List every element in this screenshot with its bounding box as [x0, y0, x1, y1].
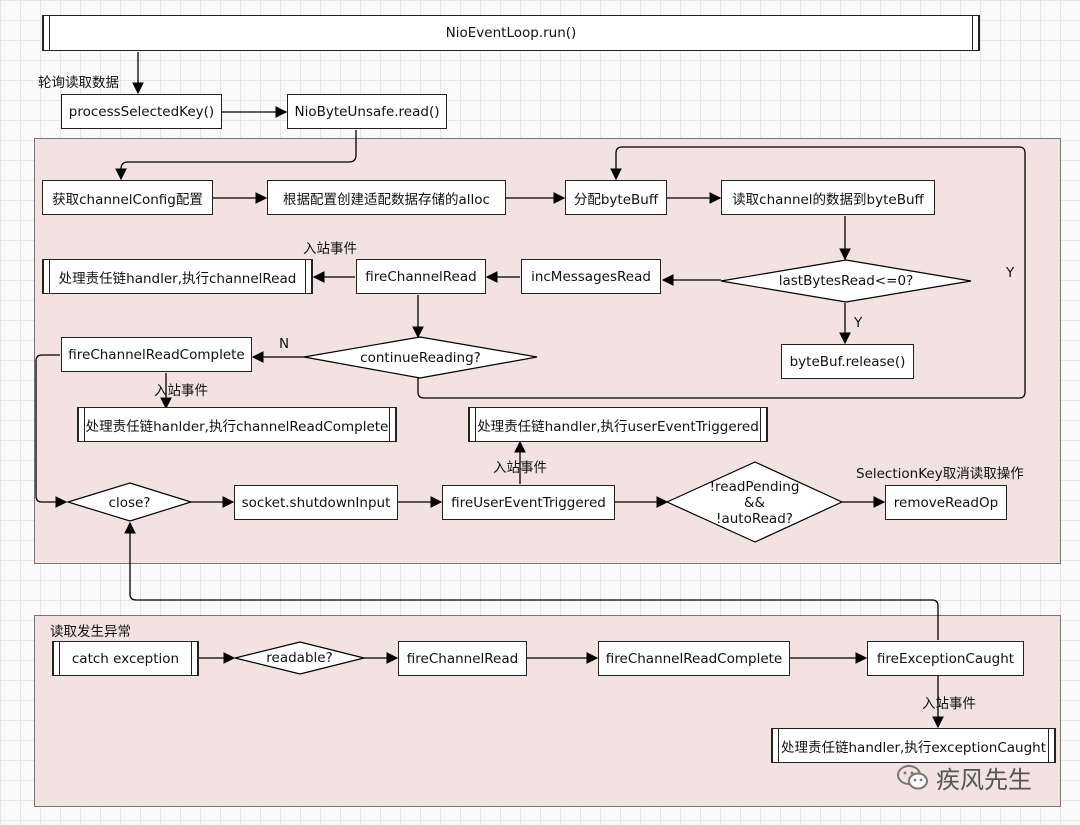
nio-event-loop-run[interactable]: NioEventLoop.run() — [42, 15, 980, 51]
socket-shutdown-input[interactable]: socket.shutdownInput — [234, 485, 398, 520]
read-channel-data[interactable]: 读取channel的数据到byteBuff — [721, 180, 935, 215]
edge-loop-back — [417, 146, 1026, 399]
edge-caught-to-close — [124, 521, 939, 640]
handler-channel-read-complete[interactable]: 处理责任链hanlder,执行channelReadComplete — [77, 407, 397, 442]
inbound-event-label-3: 入站事件 — [493, 460, 547, 476]
remove-read-op[interactable]: removeReadOp — [885, 485, 1007, 520]
yes-label-release: Y — [854, 315, 863, 331]
selection-key-cancel-label: SelectionKey取消读取操作 — [856, 466, 1024, 482]
watermark: 疾风先生 — [896, 760, 1032, 795]
exception-fire-channel-read[interactable]: fireChannelRead — [398, 641, 527, 676]
inbound-event-label-2: 入站事件 — [154, 383, 208, 399]
fire-channel-read[interactable]: fireChannelRead — [356, 259, 486, 294]
edge-complete-to-close — [35, 354, 68, 508]
inc-messages-read[interactable]: incMessagesRead — [521, 259, 661, 294]
continue-reading-decision[interactable]: continueReading? — [360, 350, 481, 366]
create-alloc[interactable]: 根据配置创建适配数据存储的alloc — [267, 180, 506, 215]
exception-title: 读取发生异常 — [50, 624, 131, 640]
process-selected-key[interactable]: processSelectedKey() — [61, 94, 222, 129]
yes-label-loop: Y — [1006, 265, 1015, 281]
diamond-last-bytes — [720, 259, 972, 303]
nio-byte-unsafe-read[interactable]: NioByteUnsafe.read() — [287, 94, 447, 129]
handler-channel-read[interactable]: 处理责任链handler,执行channelRead — [42, 259, 313, 294]
no-label: N — [279, 336, 290, 352]
inbound-event-label-1: 入站事件 — [303, 241, 357, 257]
handler-exception-caught[interactable]: 处理责任链handler,执行exceptionCaught — [771, 728, 1056, 763]
wechat-icon — [897, 764, 928, 789]
last-bytes-read-decision[interactable]: lastBytesRead<=0? — [778, 273, 914, 289]
alloc-byte-buff[interactable]: 分配byteBuff — [565, 180, 667, 215]
read-pending-decision[interactable]: !readPending && !autoRead? — [709, 479, 800, 527]
diamond-readable — [234, 641, 365, 675]
readable-decision[interactable]: readable? — [266, 650, 333, 666]
byte-buf-release[interactable]: byteBuf.release() — [781, 344, 914, 379]
diamond-close — [65, 482, 194, 522]
handler-user-event-triggered[interactable]: 处理责任链handler,执行userEventTriggered — [468, 407, 768, 442]
catch-exception[interactable]: catch exception — [52, 641, 199, 676]
edge-unsafe-to-config — [115, 130, 357, 181]
inbound-event-label-4: 入站事件 — [922, 696, 976, 712]
exception-fire-channel-read-complete[interactable]: fireChannelReadComplete — [598, 641, 790, 676]
fire-exception-caught[interactable]: fireExceptionCaught — [867, 641, 1024, 676]
close-decision[interactable]: close? — [108, 495, 151, 511]
get-channel-config[interactable]: 获取channelConfig配置 — [42, 180, 213, 215]
fire-user-event-triggered[interactable]: fireUserEventTriggered — [442, 485, 615, 520]
diamond-continue-reading — [303, 336, 538, 379]
diamond-read-pending — [665, 461, 844, 543]
poll-label: 轮询读取数据 — [38, 75, 119, 91]
fire-channel-read-complete[interactable]: fireChannelReadComplete — [61, 337, 252, 372]
